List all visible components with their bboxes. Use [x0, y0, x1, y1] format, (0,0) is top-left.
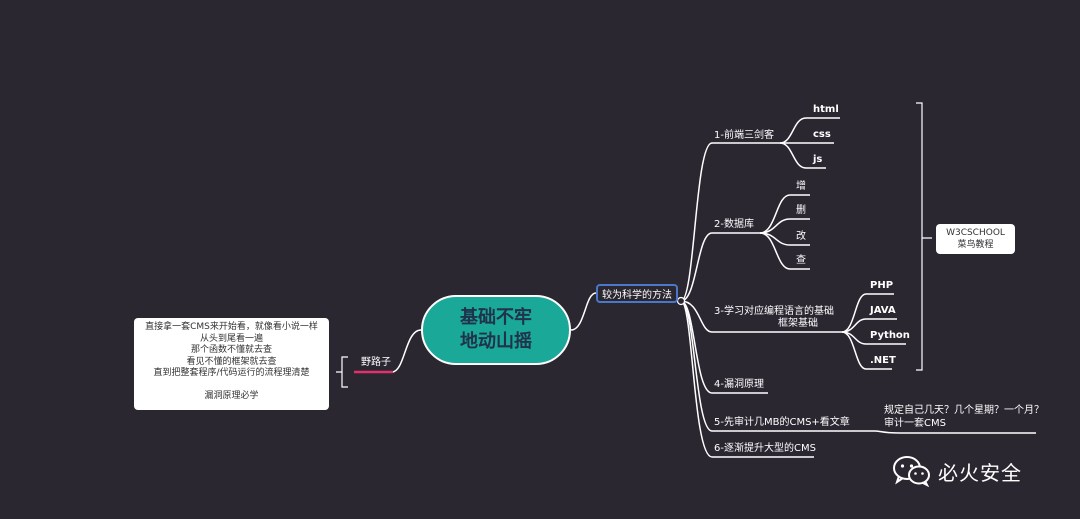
branch-3-item-java[interactable]: JAVA	[870, 305, 896, 316]
branch-1-label[interactable]: 1-前端三剑客	[714, 130, 774, 141]
note-line: 从头到尾看一遍	[199, 333, 263, 344]
connector-html	[779, 117, 840, 144]
note-line	[138, 380, 325, 392]
branch-3-label[interactable]: 3-学习对应编程语言的基础	[714, 306, 834, 317]
note-line: 看见不懂的框架就去查	[186, 356, 277, 367]
branch-3-item-net[interactable]: .NET	[870, 355, 896, 366]
connector-b5	[680, 300, 1036, 434]
central-topic-line1: 基础不牢	[460, 307, 532, 328]
watermark-name: 必火安全	[938, 460, 1022, 485]
note-line: 直接拿一套CMS来开始看，就像看小说一样	[145, 322, 318, 332]
left-note[interactable]: 直接拿一套CMS来开始看，就像看小说一样 从头到尾看一遍 那个函数不懂就去查 看…	[134, 318, 329, 410]
connector-b6	[680, 300, 814, 458]
connector-cha	[759, 232, 810, 270]
branch-5-label[interactable]: 5-先审计几MB的CMS+看文章	[714, 417, 850, 428]
method-hub	[676, 296, 686, 306]
summary-line2: 菜鸟教程	[957, 240, 994, 250]
branch-4-label[interactable]: 4-漏洞原理	[714, 379, 764, 390]
branch-1-item-js[interactable]: js	[813, 154, 823, 165]
branch-3-item-python[interactable]: Python	[870, 330, 910, 341]
branch-3-label-line2: 框架基础	[778, 318, 818, 329]
branch-1-item-css[interactable]: css	[813, 129, 831, 140]
central-topic-line2: 地动山摇	[460, 331, 532, 352]
branch-3-item-php[interactable]: PHP	[870, 280, 894, 291]
connector-b2	[680, 232, 760, 302]
wechat-icon	[893, 456, 930, 487]
left-branch-label[interactable]: 野路子	[361, 357, 391, 368]
branch-2-item-gai[interactable]: 改	[796, 231, 806, 242]
connector-center-method	[570, 292, 597, 331]
connector-b1	[680, 142, 780, 302]
branch-6-label[interactable]: 6-逐渐提升大型的CMS	[714, 443, 816, 454]
central-topic[interactable]: 基础不牢 地动山摇	[421, 295, 571, 365]
branch-2-label[interactable]: 2-数据库	[714, 219, 754, 230]
note-line: 直到把整套程序/代码运行的流程理清楚	[153, 368, 310, 378]
connector-zeng	[759, 194, 810, 234]
branch-5-note[interactable]: 规定自己几天？几个星期？一个月？	[884, 405, 1044, 416]
note-line: 漏洞原理必学	[204, 391, 259, 401]
connector-shan	[759, 218, 810, 234]
summary-line1: W3CSCHOOL	[946, 228, 1005, 238]
branch-2-item-zeng[interactable]: 增	[796, 181, 806, 192]
connector-php	[841, 293, 894, 333]
connector-java	[841, 318, 897, 333]
connector-net	[841, 331, 892, 370]
right-bracket	[916, 102, 932, 371]
connector-js	[779, 142, 826, 169]
summary-box[interactable]: W3CSCHOOL 菜鸟教程	[936, 224, 1015, 254]
connector-center-left	[391, 329, 422, 373]
connector-b3	[680, 300, 842, 333]
branch-1-item-html[interactable]: html	[813, 104, 839, 115]
method-topic[interactable]: 较为科学的方法	[596, 284, 678, 303]
branch-5-note-line2: 审计一套CMS	[884, 418, 946, 429]
branch-2-item-cha[interactable]: 查	[796, 255, 806, 266]
note-line: 那个函数不懂就去查	[190, 345, 272, 355]
method-topic-label: 较为科学的方法	[602, 290, 672, 301]
watermark: 必火安全	[892, 455, 1022, 487]
left-bracket	[336, 356, 348, 388]
branch-2-item-shan[interactable]: 删	[796, 205, 806, 216]
